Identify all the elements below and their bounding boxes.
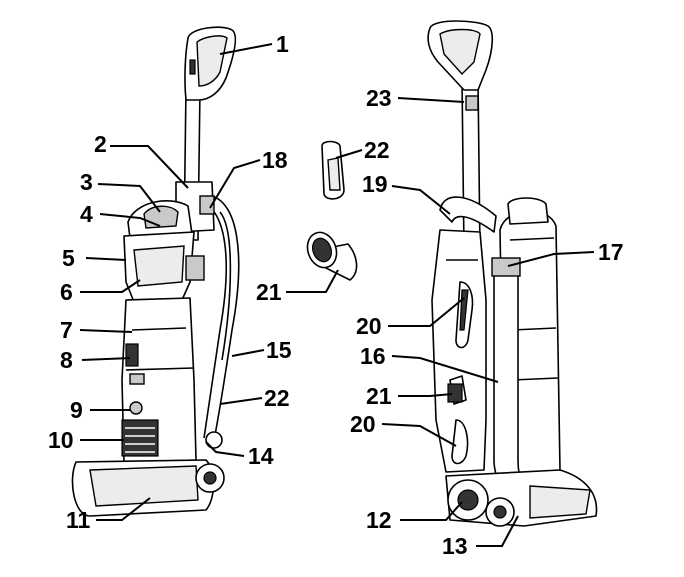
hose — [207, 194, 240, 441]
callout-1: 1 — [276, 31, 289, 57]
callout-22b: 22 — [364, 137, 390, 163]
callout-20a: 20 — [356, 313, 382, 339]
vacuum-rear-view — [427, 20, 598, 527]
callout-12: 12 — [366, 507, 392, 533]
callout-5: 5 — [62, 245, 75, 271]
callout-21a: 21 — [256, 279, 282, 305]
callout-23: 23 — [366, 85, 392, 111]
callout-labels: 1 2 3 4 5 6 7 8 9 10 11 18 15 22 14 22 2… — [48, 31, 624, 559]
callout-3: 3 — [80, 169, 93, 195]
rear-body — [431, 229, 487, 473]
dusting-brush — [306, 231, 358, 281]
filter-grille — [121, 419, 159, 457]
callout-20b: 20 — [350, 411, 376, 437]
callout-6: 6 — [60, 279, 73, 305]
callout-15: 15 — [266, 337, 292, 363]
callout-19: 19 — [362, 171, 388, 197]
callout-13: 13 — [442, 533, 468, 559]
callout-8: 8 — [60, 347, 73, 373]
callout-2: 2 — [94, 131, 107, 157]
callout-9: 9 — [70, 397, 83, 423]
callout-16: 16 — [360, 343, 386, 369]
callout-4: 4 — [80, 201, 93, 227]
callout-22a: 22 — [264, 385, 290, 411]
callout-18: 18 — [262, 147, 288, 173]
callout-17: 17 — [598, 239, 624, 265]
leader-lines — [79, 43, 595, 547]
callout-11: 11 — [66, 507, 91, 533]
callout-7: 7 — [60, 317, 73, 343]
callout-10: 10 — [48, 427, 74, 453]
vacuum-front-view — [71, 26, 240, 517]
callout-21b: 21 — [366, 383, 392, 409]
callout-14: 14 — [248, 443, 274, 469]
